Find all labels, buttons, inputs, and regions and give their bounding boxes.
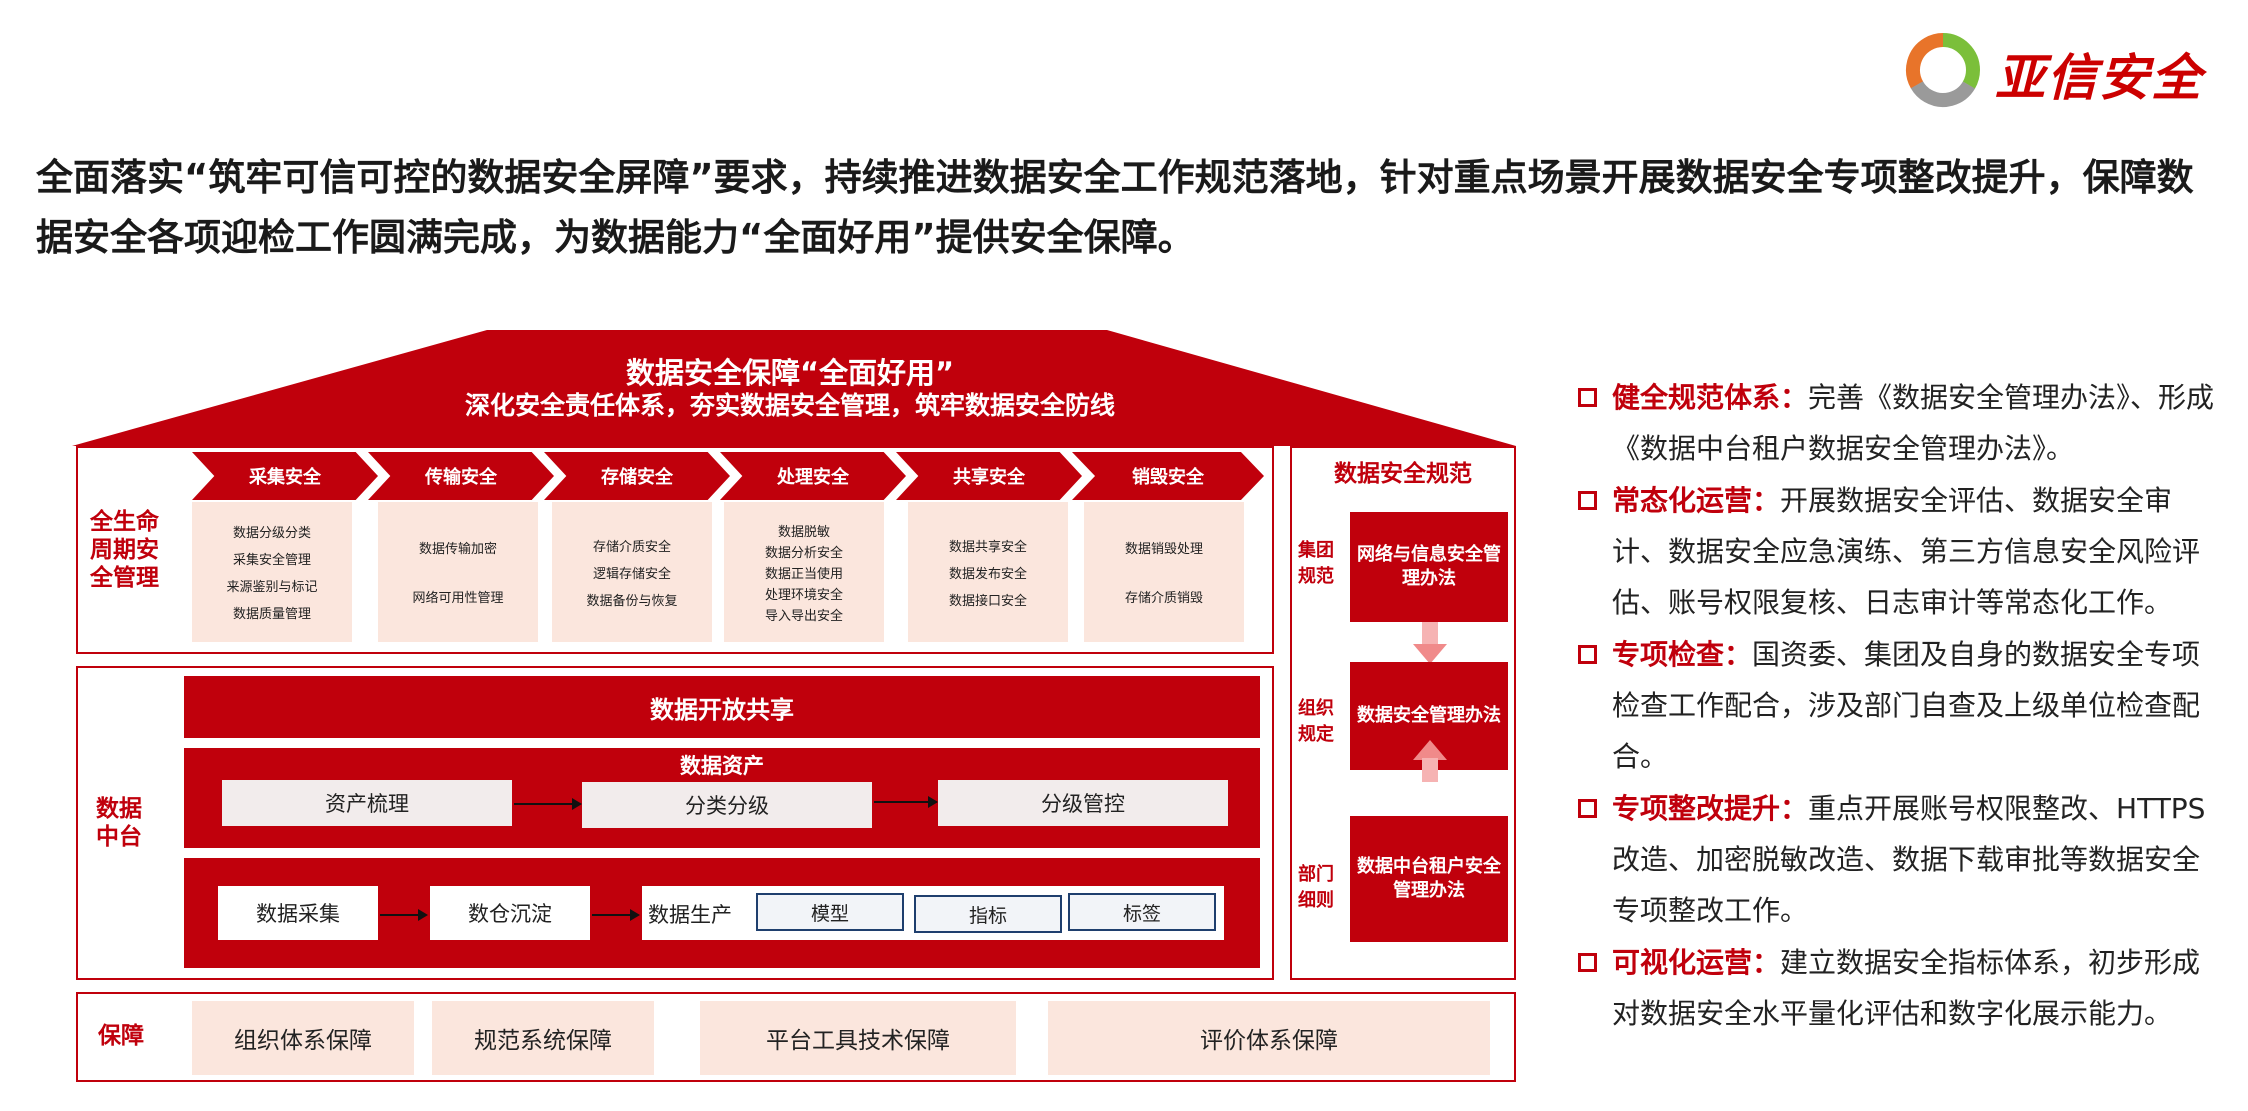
asset-step: 分类分级 [582, 782, 872, 828]
list-item: 数据脱敏 [777, 524, 830, 540]
arrow-icon [874, 796, 938, 808]
list-item: 处理环境安全 [764, 587, 843, 603]
stage-destroy: 销毁安全 [1072, 452, 1264, 500]
bullet-title: 常态化运营 [1612, 484, 1753, 517]
list-item: 数据质量管理 [232, 607, 311, 622]
logo-icon [1906, 33, 1980, 107]
arrow-icon [592, 909, 640, 921]
asset-step: 资产梳理 [222, 780, 512, 826]
stage-share: 共享安全 [896, 452, 1082, 500]
list-item: 导入导出安全 [764, 608, 843, 624]
stage-share-items: 数据共享安全 数据发布安全 数据接口安全 [908, 502, 1068, 642]
norm-label-dept: 部门细则 [1298, 864, 1334, 911]
list-item: 网络可用性管理 [412, 591, 504, 606]
stage-process: 处理安全 [720, 452, 906, 500]
list-item: 数据正当使用 [764, 566, 843, 582]
down-arrow-icon [1413, 622, 1447, 664]
list-item: 数据发布安全 [948, 566, 1027, 582]
checkbox-square-icon [1578, 953, 1597, 972]
stage-collect: 采集安全 [192, 452, 378, 500]
list-item: 逻辑存储安全 [592, 566, 671, 582]
bullet-text: 建立数据安全指标体系，初步形成对数据安全水平量化评估和数字化展示能力。 [1612, 946, 2201, 1030]
list-item: 数据接口安全 [948, 593, 1027, 609]
stage-storage: 存储安全 [544, 452, 730, 500]
norm-label-org: 组织规定 [1298, 698, 1334, 745]
open-share-band [184, 676, 1260, 738]
lifecycle-label: 全生命周期安全管理 [90, 509, 159, 591]
bullet-text: 完善《数据安全管理办法》、形成《数据中台租户数据安全管理办法》。 [1612, 381, 2215, 465]
logo-text: 亚信安全 [1995, 49, 2203, 107]
list-item: 存储介质销毁 [1124, 591, 1203, 606]
bullet-text: 国资委、集团及自身的数据安全专项检查工作配合，涉及部门自查及上级单位检查配合。 [1612, 638, 2201, 773]
platform-label: 数据中台 [96, 796, 142, 850]
bullet-title: 健全规范体系 [1612, 381, 1781, 414]
bullet-item: 可视化运营：建立数据安全指标体系，初步形成对数据安全水平量化评估和数字化展示能力… [1578, 937, 2218, 1039]
roof-title: 数据安全保障“全面好用” [625, 356, 955, 390]
stage-destroy-items: 数据销毁处理 存储介质销毁 [1084, 502, 1244, 642]
stage-process-items: 数据脱敏 数据分析安全 数据正当使用 处理环境安全 导入导出安全 [724, 502, 884, 642]
checkbox-square-icon [1578, 799, 1597, 818]
norms-title: 数据安全规范 [1334, 461, 1472, 487]
bullet-item: 常态化运营：开展数据安全评估、数据安全审计、数据安全应急演练、第三方信息安全风险… [1578, 475, 2218, 628]
bullet-text: 开展数据安全评估、数据安全审计、数据安全应急演练、第三方信息安全风险评估、账号权… [1612, 484, 2201, 619]
list-item: 数据分级分类 [232, 526, 311, 541]
stage-collect-items: 数据分级分类 采集安全管理 来源鉴别与标记 数据质量管理 [192, 502, 352, 642]
stage-transmit-items: 数据传输加密 网络可用性管理 [378, 502, 538, 642]
page-headline: 全面落实“筑牢可信可控的数据安全屏障”要求，持续推进数据安全工作规范落地，针对重… [36, 156, 2194, 259]
stage-transmit: 传输安全 [368, 452, 554, 500]
open-share-title: 数据开放共享 [650, 696, 794, 724]
stage-storage-items: 存储介质安全 逻辑存储安全 数据备份与恢复 [552, 502, 712, 642]
production-step: 数仓沉淀 [430, 886, 590, 940]
roof-subtitle: 深化安全责任体系，夯实数据安全管理，筑牢数据安全防线 [464, 391, 1115, 420]
arrow-icon [380, 909, 428, 921]
tag-label: 标签 [1068, 893, 1216, 931]
list-item: 存储介质安全 [592, 539, 671, 555]
tag-model: 模型 [756, 893, 904, 931]
list-item: 数据共享安全 [948, 539, 1027, 555]
bullet-list: 健全规范体系：完善《数据安全管理办法》、形成《数据中台租户数据安全管理办法》。 … [1578, 372, 2218, 1040]
list-item: 数据备份与恢复 [586, 593, 678, 609]
roof-banner [72, 330, 1516, 446]
norm-box-dept: 数据中台租户安全管理办法 [1350, 816, 1508, 942]
assets-title: 数据资产 [680, 754, 764, 778]
guarantee-item: 规范系统保障 [432, 1001, 654, 1075]
norm-label-group: 集团规范 [1298, 540, 1334, 587]
production-step: 数据采集 [218, 886, 378, 940]
bullet-title: 可视化运营 [1612, 946, 1753, 979]
bullet-title: 专项整改提升 [1612, 792, 1781, 825]
guarantee-label: 保障 [98, 1023, 144, 1049]
guarantee-item: 组织体系保障 [192, 1001, 414, 1075]
arrow-icon [514, 798, 582, 810]
checkbox-square-icon [1578, 388, 1597, 407]
guarantee-item: 平台工具技术保障 [700, 1001, 1016, 1075]
tag-metric: 指标 [914, 895, 1062, 933]
guarantee-item: 评价体系保障 [1048, 1001, 1490, 1075]
bullet-item: 专项整改提升：重点开展账号权限整改、HTTPS改造、加密脱敏改造、数据下载审批等… [1578, 783, 2218, 936]
bullet-title: 专项检查 [1612, 638, 1725, 671]
up-arrow-icon [1413, 740, 1447, 782]
bullet-item: 专项检查：国资委、集团及自身的数据安全专项检查工作配合，涉及部门自查及上级单位检… [1578, 629, 2218, 782]
checkbox-square-icon [1578, 491, 1597, 510]
list-item: 数据分析安全 [764, 545, 843, 561]
checkbox-square-icon [1578, 645, 1597, 664]
list-item: 数据传输加密 [418, 542, 497, 557]
bullet-item: 健全规范体系：完善《数据安全管理办法》、形成《数据中台租户数据安全管理办法》。 [1578, 372, 2218, 474]
bullet-text: 重点开展账号权限整改、HTTPS改造、加密脱敏改造、数据下载审批等数据安全专项整… [1612, 792, 2206, 927]
list-item: 数据销毁处理 [1124, 542, 1203, 557]
list-item: 采集安全管理 [232, 553, 311, 568]
list-item: 来源鉴别与标记 [226, 580, 318, 595]
production-label: 数据生产 [648, 903, 732, 927]
asset-step: 分级管控 [938, 780, 1228, 826]
norm-box-group: 网络与信息安全管理办法 [1350, 512, 1508, 622]
